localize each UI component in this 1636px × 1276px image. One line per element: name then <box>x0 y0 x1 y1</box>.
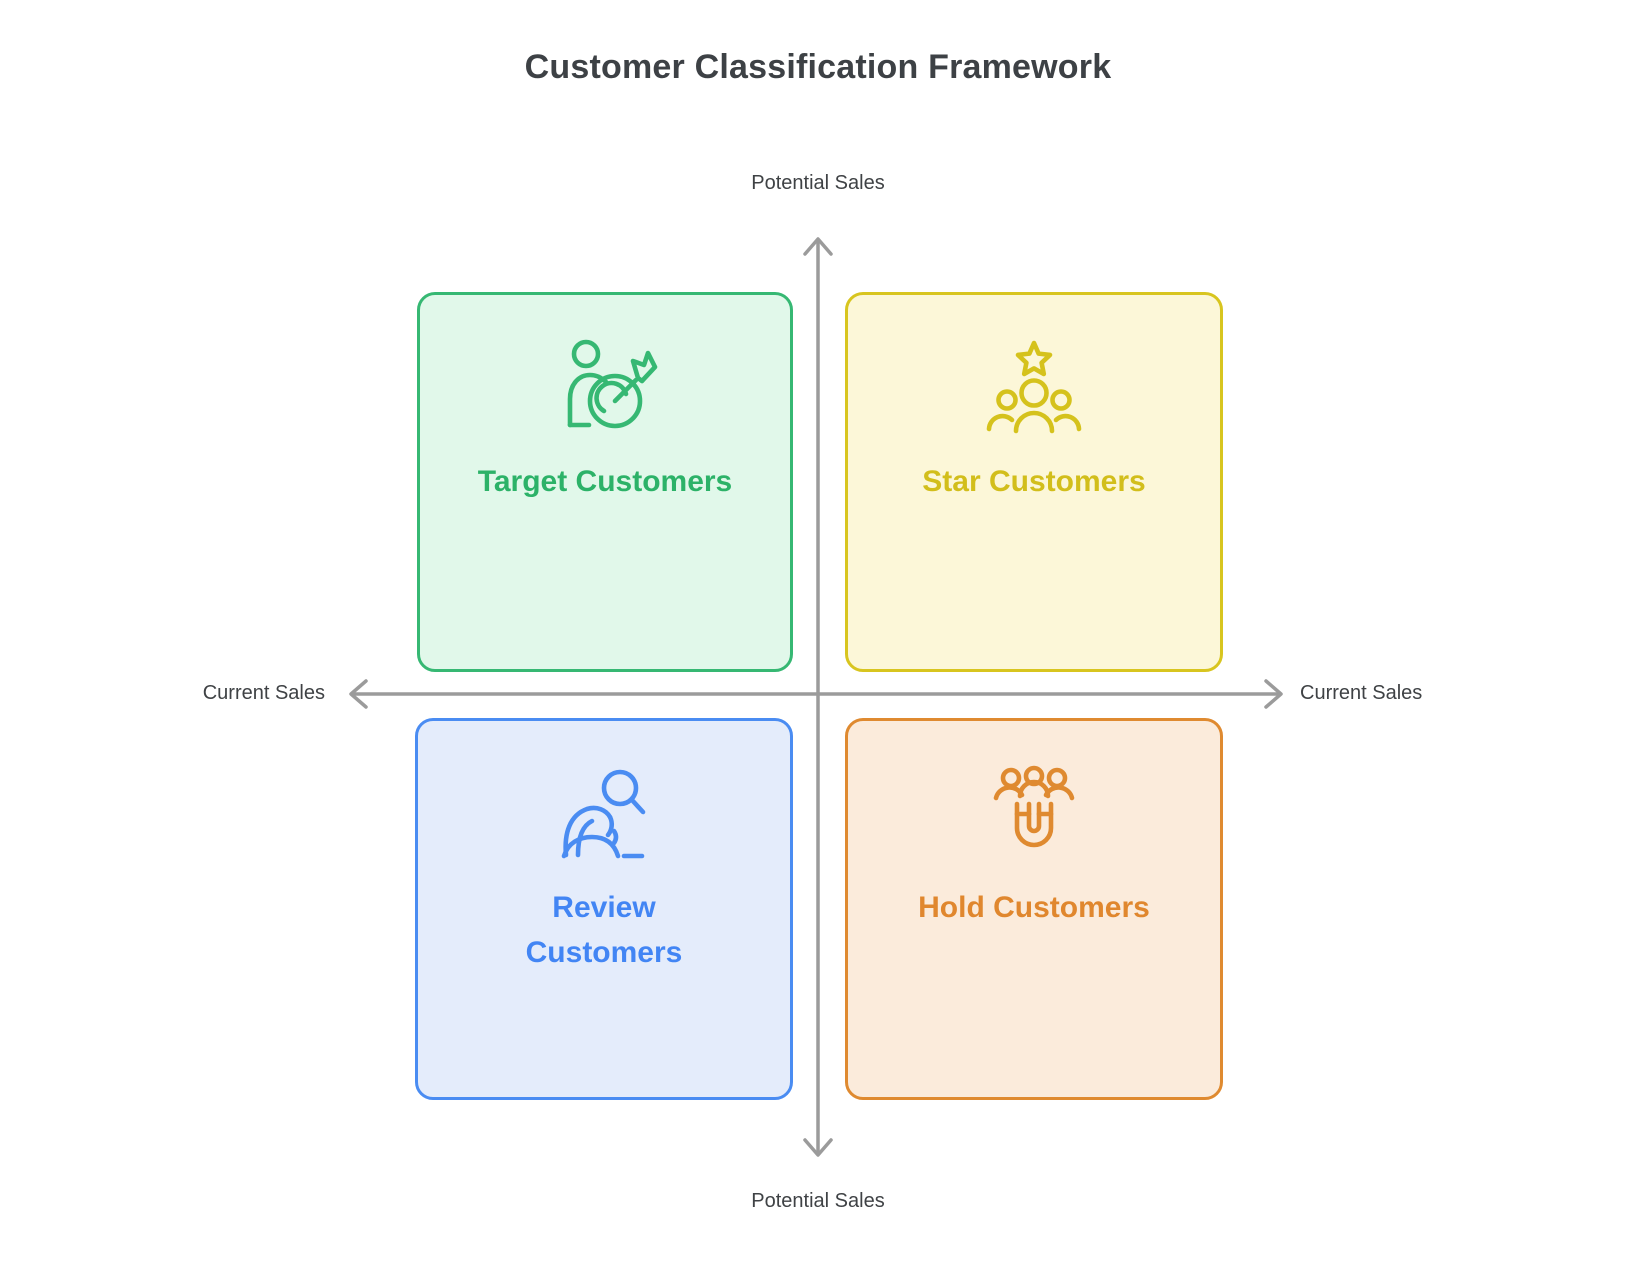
quadrant-label: Star Customers <box>922 465 1146 498</box>
people-magnet-icon <box>984 763 1084 863</box>
arrow-left-icon <box>349 679 368 709</box>
quadrant-hold-customers: Hold Customers <box>845 718 1223 1100</box>
arrow-up-icon <box>803 237 833 256</box>
person-target-icon <box>555 337 658 437</box>
quadrant-target-customers: Target Customers <box>417 292 793 672</box>
quadrant-label: Review Customers <box>525 891 683 969</box>
page-title: Customer Classification Framework <box>524 48 1112 86</box>
arrow-down-icon <box>803 1138 833 1157</box>
axis-label-current-sales-left: Current Sales <box>202 682 325 704</box>
star-team-icon <box>984 337 1084 437</box>
quadrant-review-customers: Review Customers <box>415 718 793 1100</box>
quadrant-star-customers: Star Customers <box>845 292 1223 672</box>
quadrant-label: Hold Customers <box>918 891 1150 924</box>
axis-label-potential-sales-top: Potential Sales <box>751 172 885 194</box>
quadrant-label: Target Customers <box>477 465 733 498</box>
person-magnifier-icon <box>554 763 654 863</box>
axis-label-current-sales-right: Current Sales <box>1300 682 1423 704</box>
axis-label-potential-sales-bottom: Potential Sales <box>751 1190 885 1212</box>
arrow-right-icon <box>1264 679 1283 709</box>
